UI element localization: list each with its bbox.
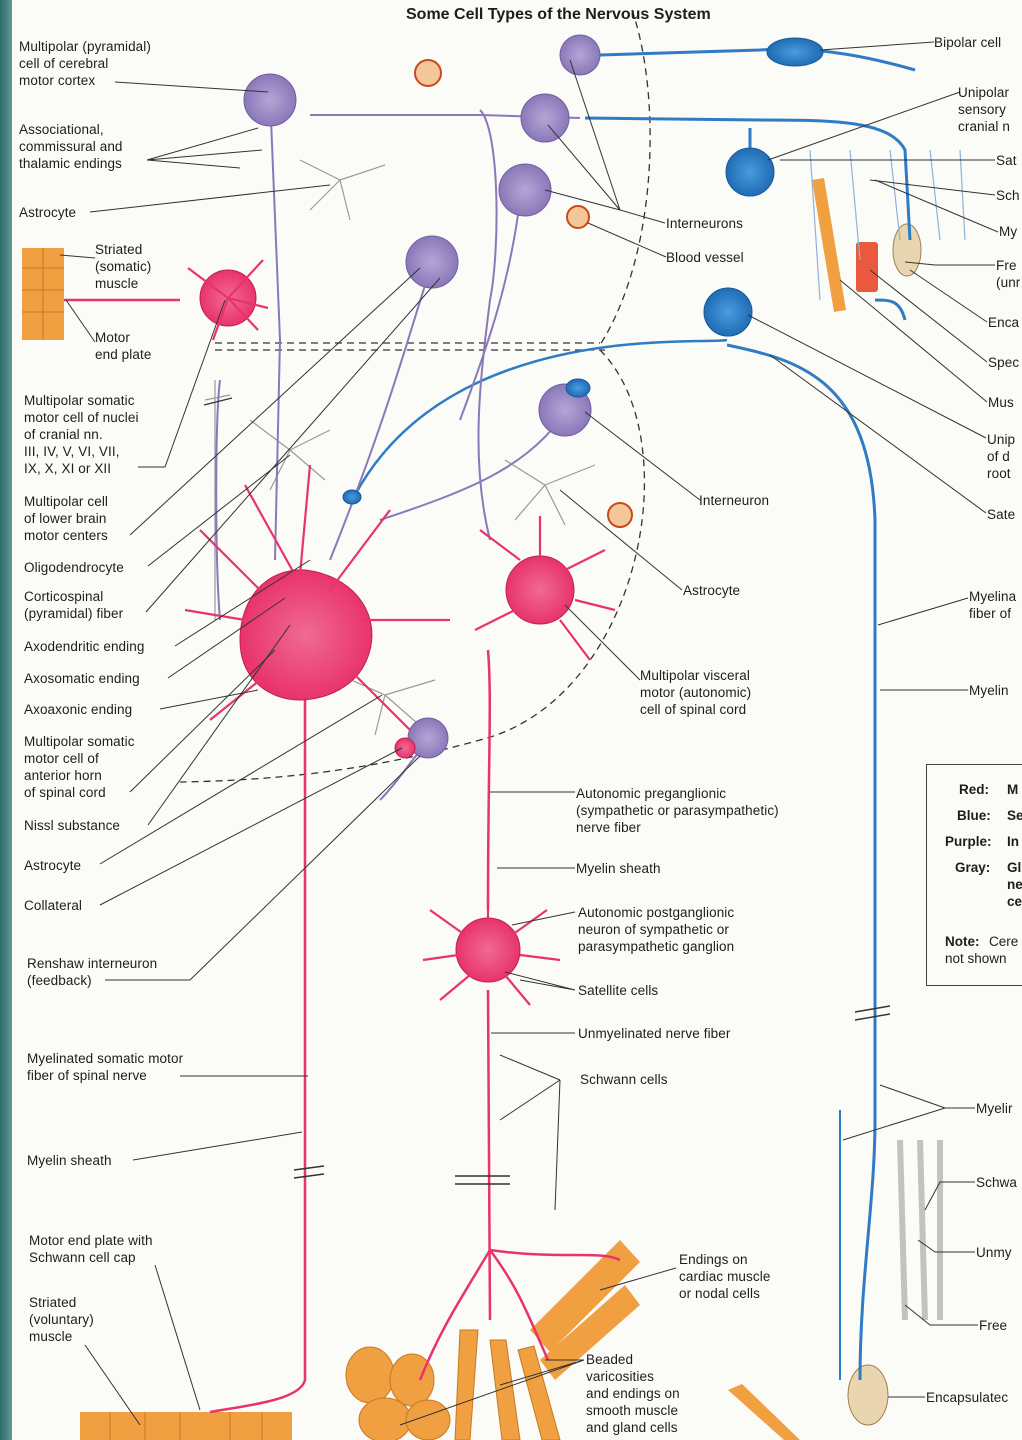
label-free-unmyelinated-right: Fre (unr [996, 257, 1020, 291]
label-blood-vessel: Blood vessel [666, 249, 744, 266]
label-astrocyte-center: Astrocyte [683, 582, 740, 599]
label-schwann-cells: Schwann cells [580, 1071, 668, 1088]
motor-cells [200, 270, 574, 982]
label-myelinated-fiber-right: Myelina fiber of [969, 588, 1016, 622]
label-unipolar-dorsal-root: Unip of d root [987, 431, 1015, 482]
label-interneuron: Interneuron [699, 492, 769, 509]
label-axoaxonic-ending: Axoaxonic ending [24, 701, 132, 718]
label-cardiac-endings: Endings on cardiac muscle or nodal cells [679, 1251, 770, 1302]
label-myelin-sheath-center: Myelin sheath [576, 860, 661, 877]
label-unipolar-sensory-cranial: Unipolar sensory cranial n [958, 84, 1010, 135]
label-my-right: My [999, 223, 1017, 240]
label-beaded-varicosities: Beaded varicosities and endings on smoot… [586, 1351, 680, 1436]
label-schwann-right: Schwa [976, 1174, 1017, 1191]
smooth-muscle-gland-cells [346, 1330, 560, 1440]
label-oligodendrocyte: Oligodendrocyte [24, 559, 124, 576]
label-encapsulated-right: Enca [988, 314, 1019, 331]
label-cranial-motor-cell: Multipolar somatic motor cell of nuclei … [24, 392, 139, 477]
label-motor-end-plate-schwann: Motor end plate with Schwann cell cap [29, 1232, 153, 1266]
label-motor-end-plate: Motor end plate [95, 329, 151, 363]
label-free-right: Free [979, 1317, 1007, 1334]
label-satellite-right: Sate [987, 506, 1015, 523]
label-nissl-substance: Nissl substance [24, 817, 120, 834]
label-myelin-lower-right: Myelir [976, 1100, 1013, 1117]
legend-note-text: Cere not shown [945, 933, 1018, 967]
label-myelin-sheath-left: Myelin sheath [27, 1152, 112, 1169]
label-interneurons: Interneurons [666, 215, 743, 232]
label-pyramidal-cell: Multipolar (pyramidal) cell of cerebral … [19, 38, 151, 89]
legend-value-red: M [1007, 781, 1018, 798]
label-axosomatic-ending: Axosomatic ending [24, 670, 140, 687]
legend-key-red: Red: [959, 781, 989, 798]
label-bipolar-cell: Bipolar cell [934, 34, 1001, 51]
label-sch-right: Sch [996, 187, 1020, 204]
blood-vessels [415, 60, 632, 527]
striated-muscle-bottom [80, 1412, 292, 1440]
label-sat-right: Sat [996, 152, 1017, 169]
legend-value-blue: Se [1007, 807, 1022, 824]
label-lower-brain-motor-cell: Multipolar cell of lower brain motor cen… [24, 493, 108, 544]
label-striated-voluntary-muscle: Striated (voluntary) muscle [29, 1294, 94, 1345]
label-muscle-right: Mus [988, 394, 1014, 411]
label-axodendritic-ending: Axodendritic ending [24, 638, 144, 655]
label-myelin-right: Myelin [969, 682, 1009, 699]
label-astrocyte-top: Astrocyte [19, 204, 76, 221]
label-autonomic-preganglionic-fiber: Autonomic preganglionic (sympathetic or … [576, 785, 779, 836]
legend-key-purple: Purple: [945, 833, 992, 850]
glial-cells [205, 150, 965, 1320]
label-striated-somatic-muscle: Striated (somatic) muscle [95, 241, 151, 292]
label-autonomic-postganglionic-neuron: Autonomic postganglionic neuron of sympa… [578, 904, 734, 955]
label-unmyelinated-nerve-fiber: Unmyelinated nerve fiber [578, 1025, 730, 1042]
legend-value-purple: In [1007, 833, 1019, 850]
legend-key-blue: Blue: [957, 807, 991, 824]
label-myelinated-somatic-motor-fiber: Myelinated somatic motor fiber of spinal… [27, 1050, 183, 1084]
color-legend: Red: M Blue: Se Purple: In Gray: Gl ne c… [926, 764, 1022, 986]
label-associational-endings: Associational, commissural and thalamic … [19, 121, 123, 172]
diagram-title: Some Cell Types of the Nervous System [406, 6, 711, 24]
label-encapsulated-lower-right: Encapsulatec [926, 1389, 1008, 1406]
label-visceral-motor-cell: Multipolar visceral motor (autonomic) ce… [640, 667, 751, 718]
label-special-right: Spec [988, 354, 1019, 371]
label-satellite-cells: Satellite cells [578, 982, 658, 999]
legend-value-gray: Gl ne ce [1007, 859, 1022, 910]
legend-key-gray: Gray: [955, 859, 990, 876]
fiber-break-markers [204, 398, 890, 1184]
label-corticospinal-fiber: Corticospinal (pyramidal) fiber [24, 588, 123, 622]
label-anterior-horn-motor-cell: Multipolar somatic motor cell of anterio… [24, 733, 135, 801]
label-unmyelinated-right: Unmy [976, 1244, 1012, 1261]
label-collateral: Collateral [24, 897, 82, 914]
label-astrocyte-lower: Astrocyte [24, 857, 81, 874]
striated-muscle-top [22, 248, 64, 340]
label-renshaw-interneuron: Renshaw interneuron (feedback) [27, 955, 157, 989]
